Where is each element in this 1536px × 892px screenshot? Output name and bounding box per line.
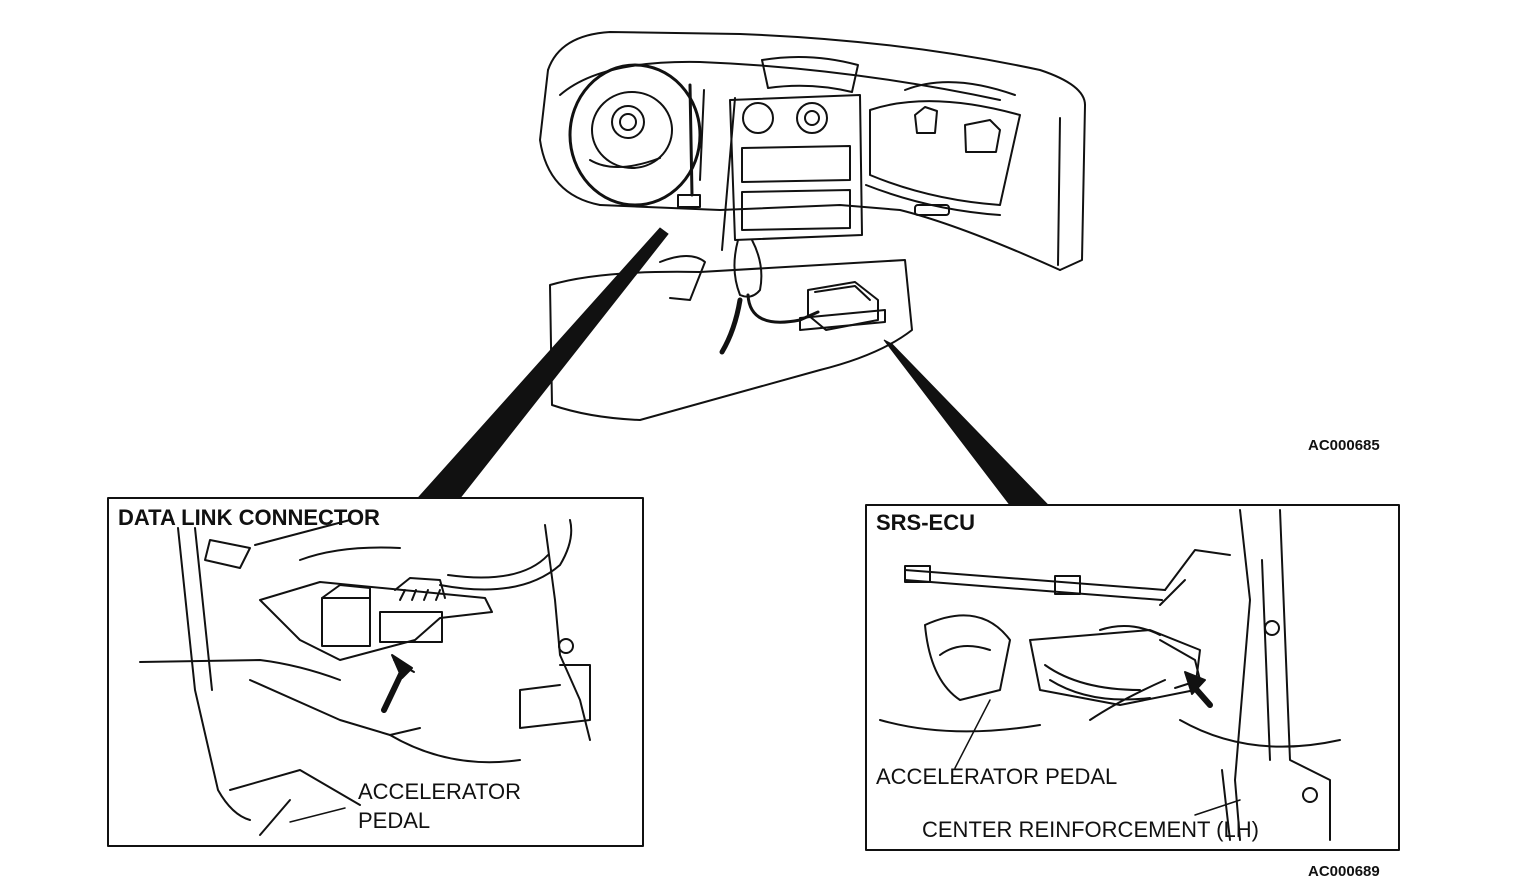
right-callout-reinforcement: CENTER REINFORCEMENT (LH) (922, 817, 1259, 842)
figure-code-detail: AC000689 (1308, 863, 1380, 880)
figure-code-overview: AC000685 (1308, 437, 1380, 454)
right-callout-pedal: ACCELERATOR PEDAL (876, 764, 1118, 789)
connector-arrow-icon (384, 655, 414, 710)
right-detail-panel (866, 505, 1399, 850)
left-detail-panel (108, 498, 643, 846)
right-panel-title: SRS-ECU (876, 510, 976, 535)
left-panel-title: DATA LINK CONNECTOR (118, 505, 380, 530)
ecu-arrow-icon (1185, 672, 1210, 705)
left-callout-line2: PEDAL (358, 808, 431, 833)
left-callout-line1: ACCELERATOR (358, 779, 522, 804)
callout-wedges (418, 228, 1048, 505)
dashboard-illustration (540, 32, 1085, 420)
